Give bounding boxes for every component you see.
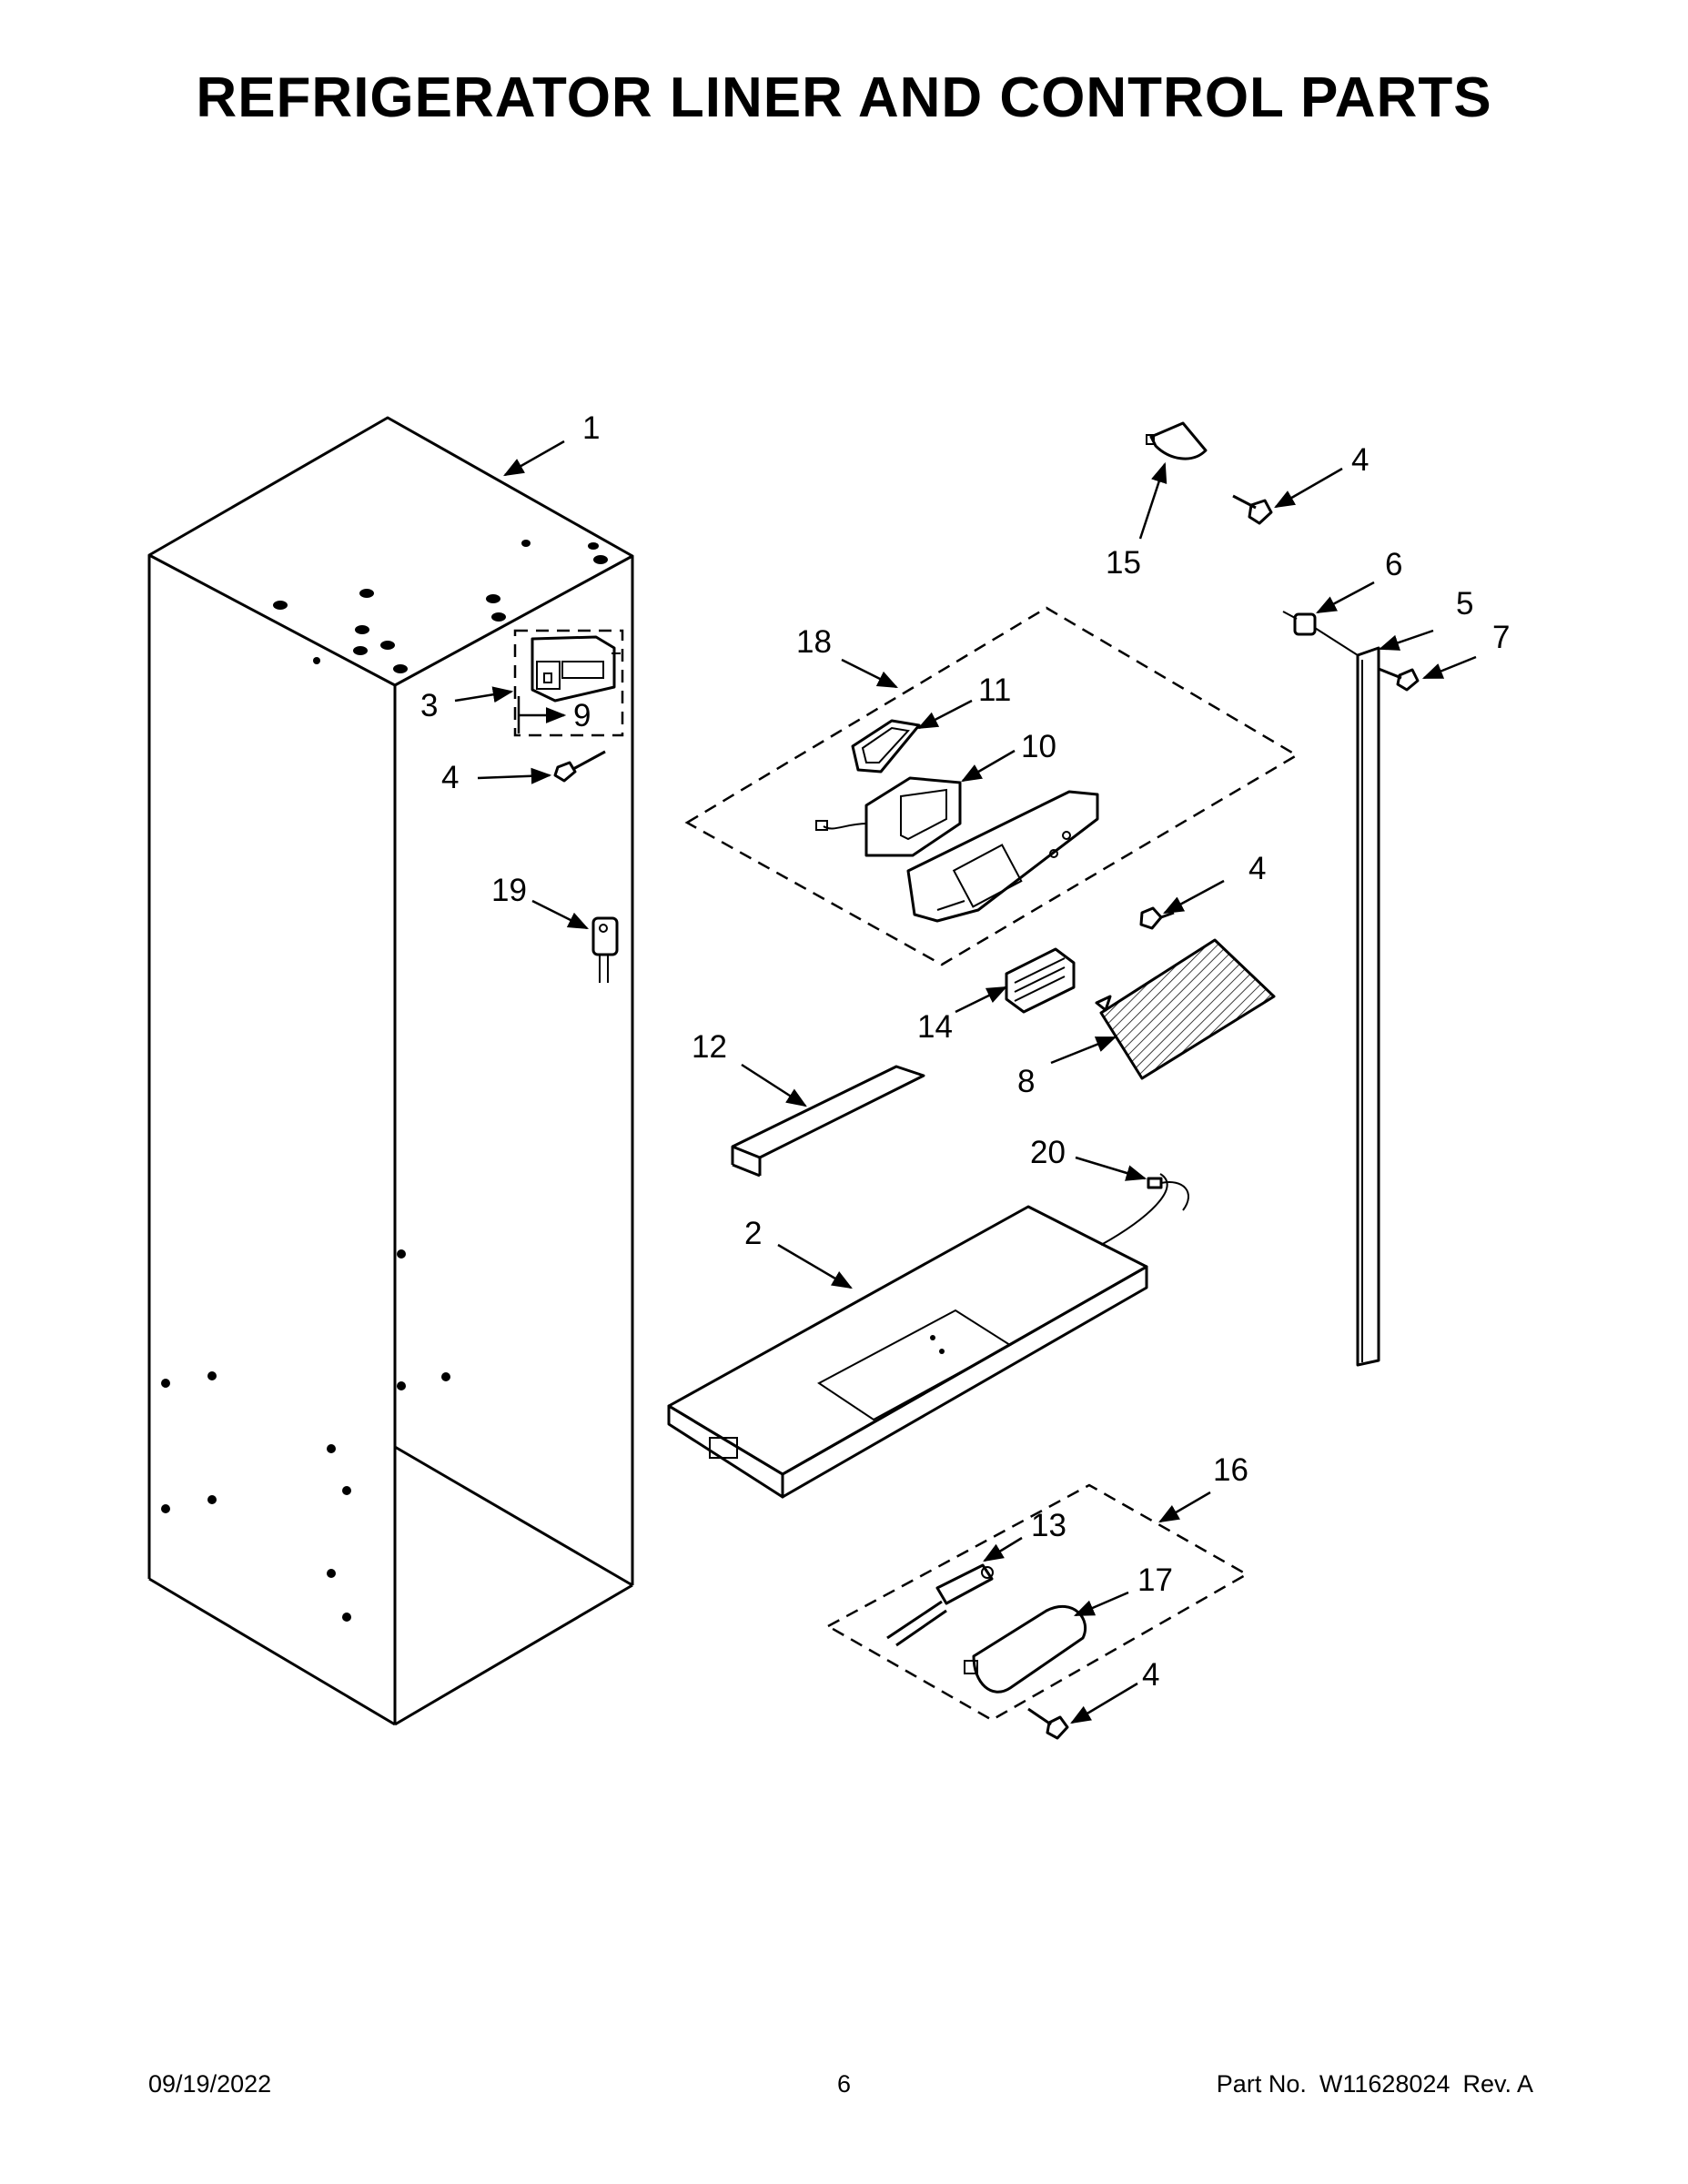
callout-7: 7	[1492, 620, 1510, 655]
callout-5: 5	[1456, 586, 1473, 622]
screw-4-upper-left	[553, 750, 606, 783]
light-housing-2	[667, 1173, 1168, 1499]
rail-5	[1356, 646, 1380, 1367]
revision: Rev. A	[1462, 2070, 1533, 2098]
callout-11: 11	[978, 672, 1011, 708]
screw-4-bottom	[1027, 1707, 1069, 1740]
part-label: Part No.	[1216, 2070, 1307, 2098]
callout-18: 18	[796, 624, 832, 660]
callout-4-top: 4	[1351, 442, 1369, 478]
callout-labels: 1 3 9 4 19 18 11 10 4 14 8 12 20 2 4 15 …	[420, 410, 1510, 1693]
callout-17: 17	[1137, 1562, 1173, 1598]
screw-7	[1378, 667, 1420, 692]
callout-2: 2	[744, 1216, 762, 1251]
kit-16-boundary	[825, 1483, 1249, 1722]
callout-4-left: 4	[441, 760, 459, 795]
harness-13	[886, 1563, 994, 1647]
footer-page-number: 6	[836, 2070, 852, 2098]
housing-17	[964, 1604, 1087, 1694]
control-assembly-boundary	[684, 606, 1299, 966]
bracket-6	[1282, 611, 1359, 656]
callout-9: 9	[573, 698, 591, 733]
callout-20: 20	[1030, 1135, 1066, 1170]
callout-6: 6	[1385, 547, 1402, 582]
callout-4-panel: 4	[1248, 851, 1266, 886]
callout-13: 13	[1031, 1508, 1066, 1543]
screw-4-top	[1232, 494, 1273, 525]
callout-16: 16	[1213, 1452, 1248, 1488]
callout-19: 19	[491, 873, 527, 908]
connector-20	[1147, 1177, 1189, 1211]
callout-8: 8	[1017, 1064, 1035, 1099]
callout-3: 3	[420, 688, 438, 723]
footer-date: 09/19/2022	[148, 2070, 272, 2098]
cover-8	[1095, 938, 1276, 1080]
control-module-10	[815, 776, 962, 857]
bracket-15	[1146, 421, 1208, 460]
liner-cabinet	[147, 416, 634, 1726]
filter-14	[1005, 947, 1076, 1014]
sensor-19	[591, 916, 619, 983]
part-number: W11628024	[1319, 2070, 1450, 2098]
control-housing	[513, 629, 624, 737]
control-panel	[906, 790, 1099, 923]
callout-14: 14	[917, 1009, 953, 1045]
callout-10: 10	[1021, 729, 1056, 764]
callout-12: 12	[692, 1029, 727, 1065]
callout-1: 1	[582, 410, 600, 446]
callout-15: 15	[1106, 545, 1141, 581]
leader-lines	[454, 440, 1477, 1724]
callout-4-bottom: 4	[1142, 1657, 1159, 1693]
page-title: REFRIGERATOR LINER AND CONTROL PARTS	[196, 66, 1492, 129]
gasket-11	[851, 719, 921, 774]
strip-12	[731, 1065, 925, 1178]
footer-part-info: Part No. W11628024 Rev. A	[1204, 2070, 1533, 2098]
